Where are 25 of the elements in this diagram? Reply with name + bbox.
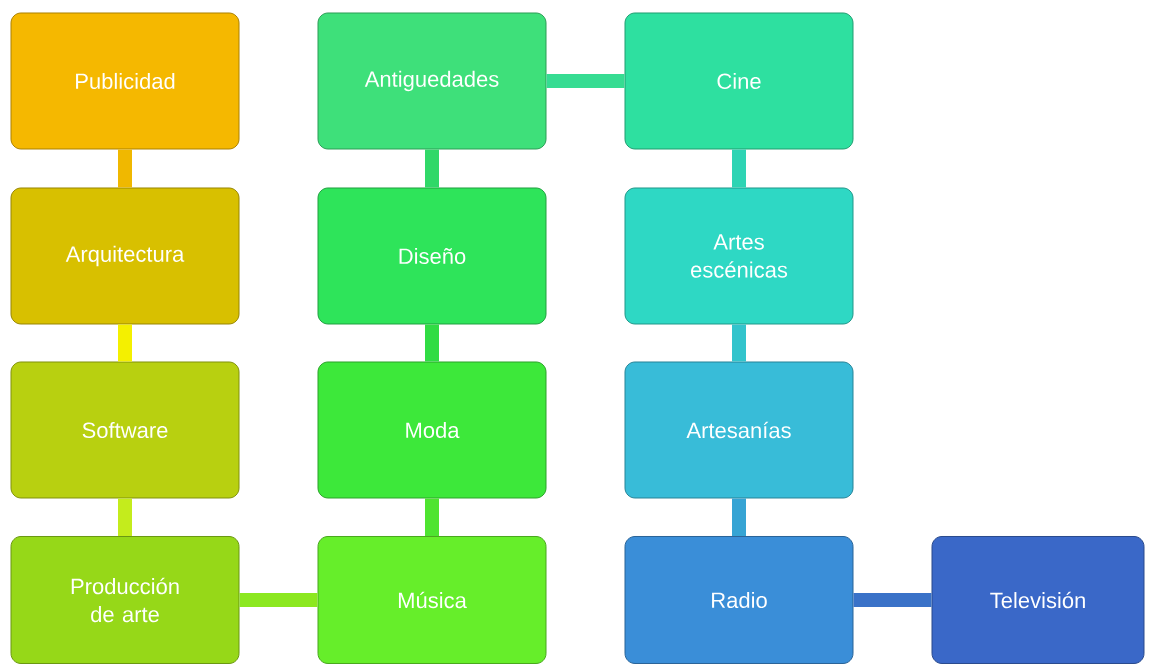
process-box: Artesanías	[624, 361, 854, 499]
connector-bar	[425, 324, 439, 362]
process-box: Publicidad	[10, 12, 240, 150]
connector-bar	[425, 498, 439, 536]
connector-bar	[853, 593, 932, 607]
connector-bar	[118, 149, 132, 188]
process-box: Antiguedades	[317, 12, 547, 150]
process-box: Música	[317, 536, 547, 664]
process-box: Cine	[624, 12, 854, 150]
process-box: Artes escénicas	[624, 187, 854, 325]
connector-bar	[425, 149, 439, 188]
connector-bar	[732, 324, 746, 362]
connector-bar	[118, 498, 132, 536]
connector-bar	[732, 498, 746, 536]
process-box: Televisión	[931, 536, 1145, 664]
connector-bar	[239, 593, 318, 607]
process-box: Arquitectura	[10, 187, 240, 325]
connector-bar	[732, 149, 746, 188]
process-box: Radio	[624, 536, 854, 664]
process-box: Diseño	[317, 187, 547, 325]
process-box: Moda	[317, 361, 547, 499]
connector-bar	[118, 324, 132, 362]
process-box: Software	[10, 361, 240, 499]
process-box: Producción de arte	[10, 536, 240, 664]
connector-bar	[546, 74, 625, 88]
